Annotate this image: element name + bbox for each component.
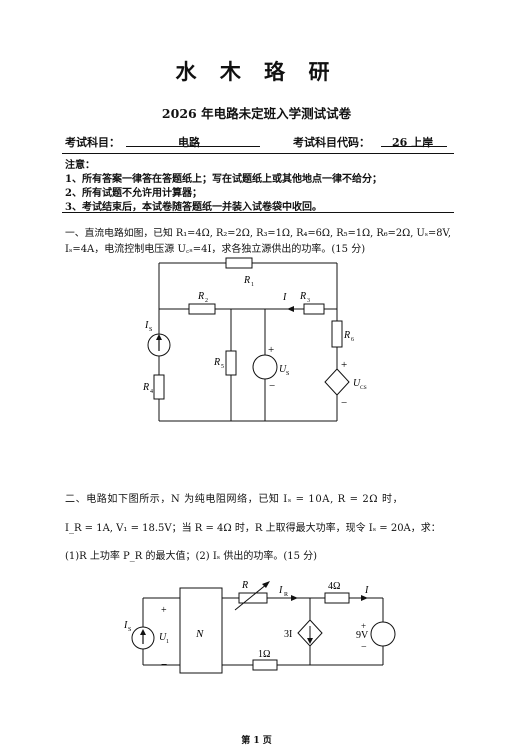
r6-label: R <box>343 330 350 341</box>
ir-label-sub: R <box>284 592 288 598</box>
divider-top <box>62 153 454 154</box>
u1-label-sub: 1 <box>166 639 169 645</box>
resistor-r5 <box>225 350 237 376</box>
is-direction-arrow <box>140 629 146 635</box>
subject-code-value: 26 上岸 <box>392 136 434 149</box>
q2-text-line3: (1)R 上功率 P_R 的最大值；(2) Iₛ 供出的功率。(15 分) <box>65 551 318 562</box>
resistor-4ohm <box>324 592 350 604</box>
r4-label: R <box>142 382 149 393</box>
r2-label-sub: 2 <box>205 298 208 304</box>
r2-label: R <box>197 291 204 302</box>
voltage-source-9v <box>370 621 396 647</box>
r4-label-sub: 4 <box>150 389 153 395</box>
resistor-r6 <box>331 320 343 348</box>
subject-underline <box>126 146 260 147</box>
v9-label: 9V <box>356 630 369 641</box>
variable-resistor-r <box>238 592 268 604</box>
q1-text-line1: 一、直流电路如图，已知 R₁=4Ω, R₂=2Ω, R₃=1Ω, R₄=6Ω, … <box>65 228 451 239</box>
network-n-box <box>179 587 223 674</box>
q1-text-line2: Iₛ=4A，电流控制电压源 U꜀ₛ=4I，求各独立源供出的功率。(15 分) <box>65 244 366 255</box>
current-i-arrow <box>287 306 294 312</box>
ucs-label: U <box>353 378 361 389</box>
note-item: 3、考试结束后，本试卷随答题纸一并装入试卷袋中收回。 <box>65 202 322 213</box>
is-label-sub: S <box>149 327 152 333</box>
ucs-label-sub: CS <box>360 385 367 391</box>
page-number: 第 1 页 <box>241 736 272 746</box>
us-label: U <box>279 364 287 375</box>
is-label-sub: S <box>128 627 131 633</box>
is-direction-arrow <box>156 334 162 340</box>
i-direction-arrow <box>361 595 368 601</box>
u1-label: U <box>159 632 167 643</box>
notes-heading: 注意： <box>65 160 95 171</box>
ucs-plus-sign: + <box>341 359 347 371</box>
resistor-4ohm-label: 4Ω <box>328 581 340 592</box>
subject-code-label: 考试科目代码： <box>293 136 370 149</box>
dep-source-label: 3I <box>284 629 292 640</box>
resistor-1ohm <box>252 659 278 671</box>
u1-plus-sign: + <box>161 605 167 616</box>
r1-label-sub: 1 <box>251 282 254 288</box>
network-n-label: N <box>195 628 204 640</box>
i-label: I <box>282 292 287 303</box>
subject-label: 考试科目： <box>65 136 120 149</box>
is-label: I <box>123 620 128 631</box>
r1-label: R <box>243 275 250 286</box>
r3-label-sub: 3 <box>307 298 310 304</box>
variable-resistor-arrow <box>262 581 270 588</box>
r6-label-sub: 6 <box>351 337 354 343</box>
resistor-r1 <box>225 257 253 269</box>
is-label: I <box>144 320 149 331</box>
dependent-voltage-source-ucs <box>324 368 350 396</box>
v9-plus-sign: + <box>361 621 366 631</box>
subject-value: 电路 <box>178 136 200 149</box>
r3-label: R <box>299 291 306 302</box>
ir-direction-arrow <box>291 595 298 601</box>
subject-code-underline <box>381 146 447 147</box>
us-label-sub: S <box>286 371 289 377</box>
note-item: 2、所有试题不允许用计算器； <box>65 188 202 199</box>
u1-minus-sign: − <box>161 659 167 671</box>
ucs-minus-sign: − <box>341 397 347 409</box>
divider-bottom <box>62 212 454 213</box>
q1-circuit-diagram: R 1 R 2 I R 3 I S R 5 R 4 R 6 + − U S + … <box>142 257 367 422</box>
q2-text-line1: 二、电路如下图所示，N 为纯电阻网络，已知 Iₛ = 10A, R = 2Ω 时… <box>65 494 404 505</box>
voltage-source-us <box>252 354 278 380</box>
q2-circuit-diagram: R I R 4Ω I I S + − U 1 N 3I + 9V − 1Ω <box>123 580 396 674</box>
i-label: I <box>364 585 369 596</box>
dep-source-arrow <box>307 638 313 644</box>
note-item: 1、所有答案一律答在答题纸上；写在试题纸上或其他地点一律不给分； <box>65 174 382 185</box>
page-title: 水 木 珞 研 <box>175 59 338 84</box>
resistor-r4 <box>153 374 165 400</box>
resistor-r2 <box>188 303 216 315</box>
us-minus-sign: − <box>269 380 275 392</box>
r-label: R <box>241 580 248 591</box>
exam-subtitle: 2026 年电路未定班入学测试试卷 <box>161 106 352 121</box>
r5-label-sub: 5 <box>221 364 224 370</box>
r5-label: R <box>213 357 220 368</box>
ir-label: I <box>278 585 283 596</box>
v9-minus-sign: − <box>361 642 367 653</box>
q2-text-line2: I_R = 1A, V₁ = 18.5V；当 R = 4Ω 时，R 上取得最大功… <box>65 523 441 534</box>
us-plus-sign: + <box>268 344 274 356</box>
resistor-1ohm-label: 1Ω <box>258 649 270 660</box>
resistor-r3 <box>303 303 325 315</box>
